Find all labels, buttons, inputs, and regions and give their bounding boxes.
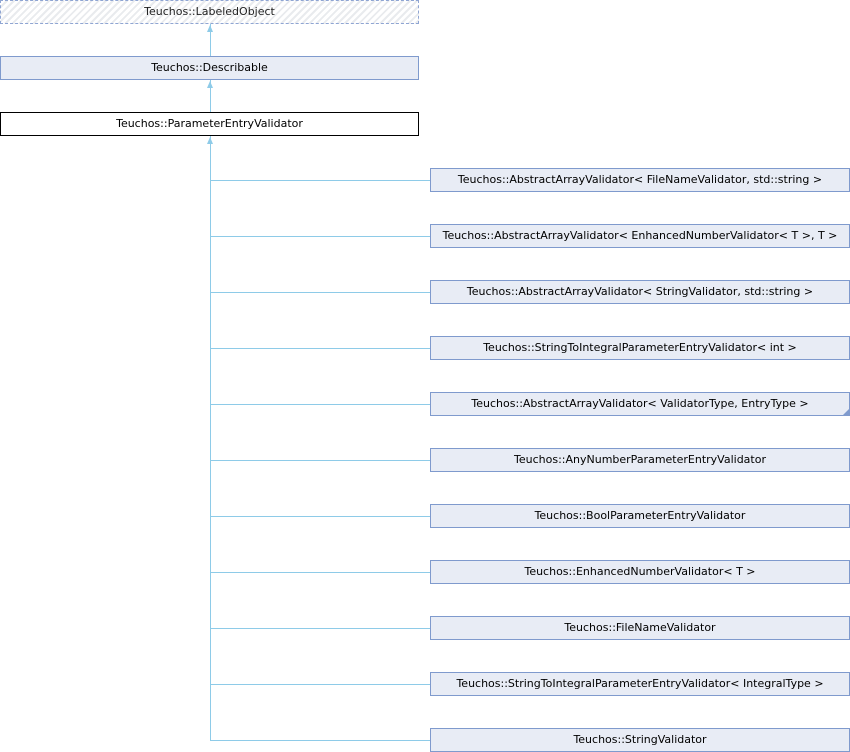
edge-derived: [210, 348, 430, 349]
edge-derived: [210, 572, 430, 573]
class-box-derived[interactable]: Teuchos::EnhancedNumberValidator< T >: [430, 560, 850, 584]
class-box-derived[interactable]: Teuchos::StringToIntegralParameterEntryV…: [430, 336, 850, 360]
class-box-derived[interactable]: Teuchos::AbstractArrayValidator< Enhance…: [430, 224, 850, 248]
class-box-derived[interactable]: Teuchos::AbstractArrayValidator< FileNam…: [430, 168, 850, 192]
class-box-derived[interactable]: Teuchos::AnyNumberParameterEntryValidato…: [430, 448, 850, 472]
edge-pev-describable: [210, 80, 211, 112]
arrow-head-icon: [207, 137, 213, 144]
class-label: Teuchos::FileNameValidator: [564, 621, 716, 634]
edge-derived: [210, 460, 430, 461]
edge-derived: [210, 684, 430, 685]
edge-derived: [210, 628, 430, 629]
arrow-head-icon: [207, 25, 213, 32]
edge-derived: [210, 516, 430, 517]
class-label: Teuchos::EnhancedNumberValidator< T >: [524, 565, 756, 578]
class-label: Teuchos::StringToIntegralParameterEntryV…: [483, 341, 797, 354]
edge-derived: [210, 180, 430, 181]
class-label: Teuchos::BoolParameterEntryValidator: [534, 509, 746, 522]
class-label: Teuchos::AbstractArrayValidator< FileNam…: [457, 173, 823, 186]
edge-describable-labeledobject: [210, 24, 211, 56]
edge-derived: [210, 404, 430, 405]
class-label: Teuchos::AbstractArrayValidator< Enhance…: [442, 229, 838, 242]
edge-derived: [210, 740, 430, 741]
class-box-derived[interactable]: Teuchos::BoolParameterEntryValidator: [430, 504, 850, 528]
class-box-derived[interactable]: Teuchos::AbstractArrayValidator< StringV…: [430, 280, 850, 304]
class-box-derived[interactable]: Teuchos::AbstractArrayValidator< Validat…: [430, 392, 850, 416]
edge-derived: [210, 236, 430, 237]
class-box-describable[interactable]: Teuchos::Describable: [0, 56, 419, 80]
class-label: Teuchos::StringToIntegralParameterEntryV…: [456, 677, 824, 690]
class-label: Teuchos::AbstractArrayValidator< Validat…: [471, 397, 809, 410]
edge-derived: [210, 292, 430, 293]
edge-trunk: [210, 136, 211, 741]
class-label: Teuchos::StringValidator: [573, 733, 707, 746]
class-box-derived[interactable]: Teuchos::StringToIntegralParameterEntryV…: [430, 672, 850, 696]
class-box-labeledobject[interactable]: Teuchos::LabeledObject: [0, 0, 419, 24]
class-box-parameterentryvalidator: Teuchos::ParameterEntryValidator: [0, 112, 419, 136]
class-box-derived[interactable]: Teuchos::FileNameValidator: [430, 616, 850, 640]
class-label: Teuchos::AbstractArrayValidator< StringV…: [466, 285, 814, 298]
more-subclasses-corner-icon: [843, 409, 849, 415]
class-box-derived[interactable]: Teuchos::StringValidator: [430, 728, 850, 752]
arrow-head-icon: [207, 81, 213, 88]
class-label: Teuchos::AnyNumberParameterEntryValidato…: [514, 453, 766, 466]
